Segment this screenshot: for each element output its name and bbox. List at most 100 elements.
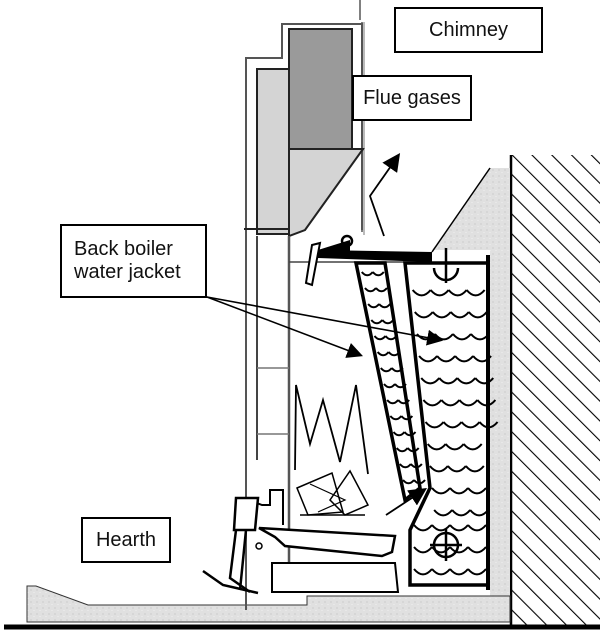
water-wave [424,421,445,429]
water-wave [465,465,485,473]
water-wave [378,303,391,309]
water-wave [367,303,380,309]
water-wave [402,479,415,485]
water-wave [447,465,467,473]
flue-gases-label: Flue gases [352,75,472,121]
water-wave [431,487,451,495]
water-wave [474,377,495,385]
water-wave [431,524,451,532]
hearth-label-text: Hearth [95,528,157,551]
grate [248,489,397,558]
water-wave [458,399,479,407]
water-wave [413,546,433,554]
water-wave [364,287,377,293]
water-wave [467,487,487,495]
flue-gases-label-text: Flue gases [363,86,461,109]
back-boiler-label-line1: Back boiler [74,238,173,260]
hearth-label: Hearth [81,517,171,563]
hearth-slab [26,585,511,623]
ash-pan [271,562,400,593]
water-wave [420,377,441,385]
water-wave [403,431,417,437]
water-wave [431,568,451,576]
water-wave [413,568,433,576]
pipe-connection-bottom-icon [430,529,462,561]
water-wave [449,546,469,554]
back-wall [509,155,600,625]
pointer-arrows [206,296,444,358]
water-wave [376,351,390,357]
water-wave [442,421,463,429]
water-wave [397,399,410,405]
water-wave [440,399,461,407]
boiler-rear-jacket [403,248,499,590]
water-wave [391,367,404,373]
flue-gas-arrow [368,153,401,237]
water-wave [384,335,398,341]
water-wave [373,335,387,341]
water-waves-front [361,271,426,485]
water-wave [433,509,453,517]
water-wave [370,319,384,325]
air-inlet-arrow [385,488,428,516]
water-wave [454,355,474,363]
back-boiler-label: Back boiler water jacket [60,224,207,298]
boiler-front-jacket [353,261,426,504]
water-wave [426,443,447,451]
water-wave [392,431,406,437]
chimney-label-text: Chimney [429,18,508,41]
water-wave [429,289,450,297]
throat-damper [304,234,432,287]
concrete-infill [431,167,510,600]
water-wave [451,509,471,517]
water-wave [399,463,412,469]
water-wave [422,399,443,407]
water-wave [395,447,409,453]
pipe-connection-top-icon [432,248,460,283]
fuel-bed [296,469,370,516]
water-wave [449,487,469,495]
water-wave [413,479,426,485]
water-wave [375,287,388,293]
water-wave [414,311,434,319]
water-wave [429,465,449,473]
water-wave [406,447,420,453]
water-wave [450,311,470,319]
water-wave [410,463,423,469]
water-wave [460,421,481,429]
water-wave [372,271,385,277]
chimney-label: Chimney [394,7,543,53]
water-wave [394,383,407,389]
water-wave [465,289,486,297]
water-wave [413,524,433,532]
water-wave [449,524,469,532]
fire-front-bar [202,496,263,595]
water-wave [462,443,483,451]
water-waves-rear [411,289,499,576]
water-wave [436,355,456,363]
chimney-flue [244,0,420,610]
water-wave [361,271,374,277]
water-wave [380,367,393,373]
water-wave [400,415,414,421]
back-boiler-label-line2: water jacket [74,261,181,283]
water-wave [383,383,396,389]
water-wave [389,415,403,421]
water-wave [411,289,432,297]
water-wave [381,319,395,325]
water-wave [452,333,472,341]
water-wave [467,524,487,532]
water-wave [449,568,469,576]
water-wave [456,377,477,385]
water-wave [432,311,452,319]
water-wave [386,399,399,405]
water-wave [467,546,487,554]
water-wave [467,568,487,576]
water-wave [387,351,401,357]
water-wave [438,377,459,385]
water-wave [447,289,468,297]
water-wave [418,355,438,363]
fire-flames [294,384,369,475]
water-wave [468,311,488,319]
